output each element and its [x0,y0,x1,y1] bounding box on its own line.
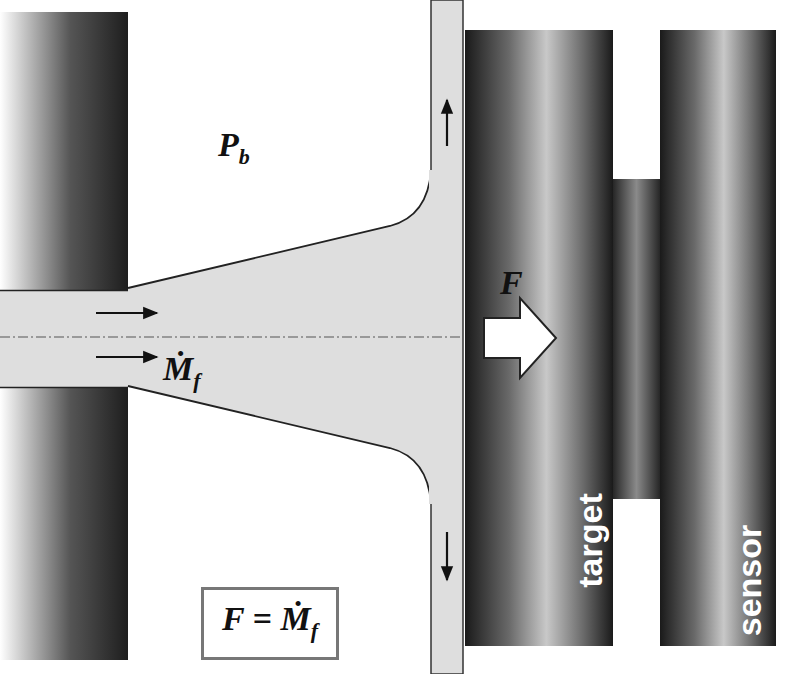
sensor-coupling [612,179,661,499]
flow-arrow [96,356,157,358]
centerline [0,336,463,337]
part-name: target [571,493,610,587]
force-sensor: sensor [660,30,776,646]
equation-box: F = Ṁf [201,587,339,660]
flow-arrow [446,532,448,580]
flow-arrow [96,312,157,314]
nozzle-wall [0,388,128,660]
equation-text: F = Ṁf [222,600,318,643]
mass-flow-label: Ṁf [163,352,201,392]
jet-boundary [0,290,128,292]
jet-boundary [128,386,431,504]
pressure-label: Pb [218,128,250,168]
flow-arrow [446,100,448,146]
jet-boundary [0,387,128,389]
part-name: sensor [730,525,769,637]
force-label: F [500,266,523,300]
jet-boundary [128,170,431,288]
nozzle-wall [0,12,128,290]
